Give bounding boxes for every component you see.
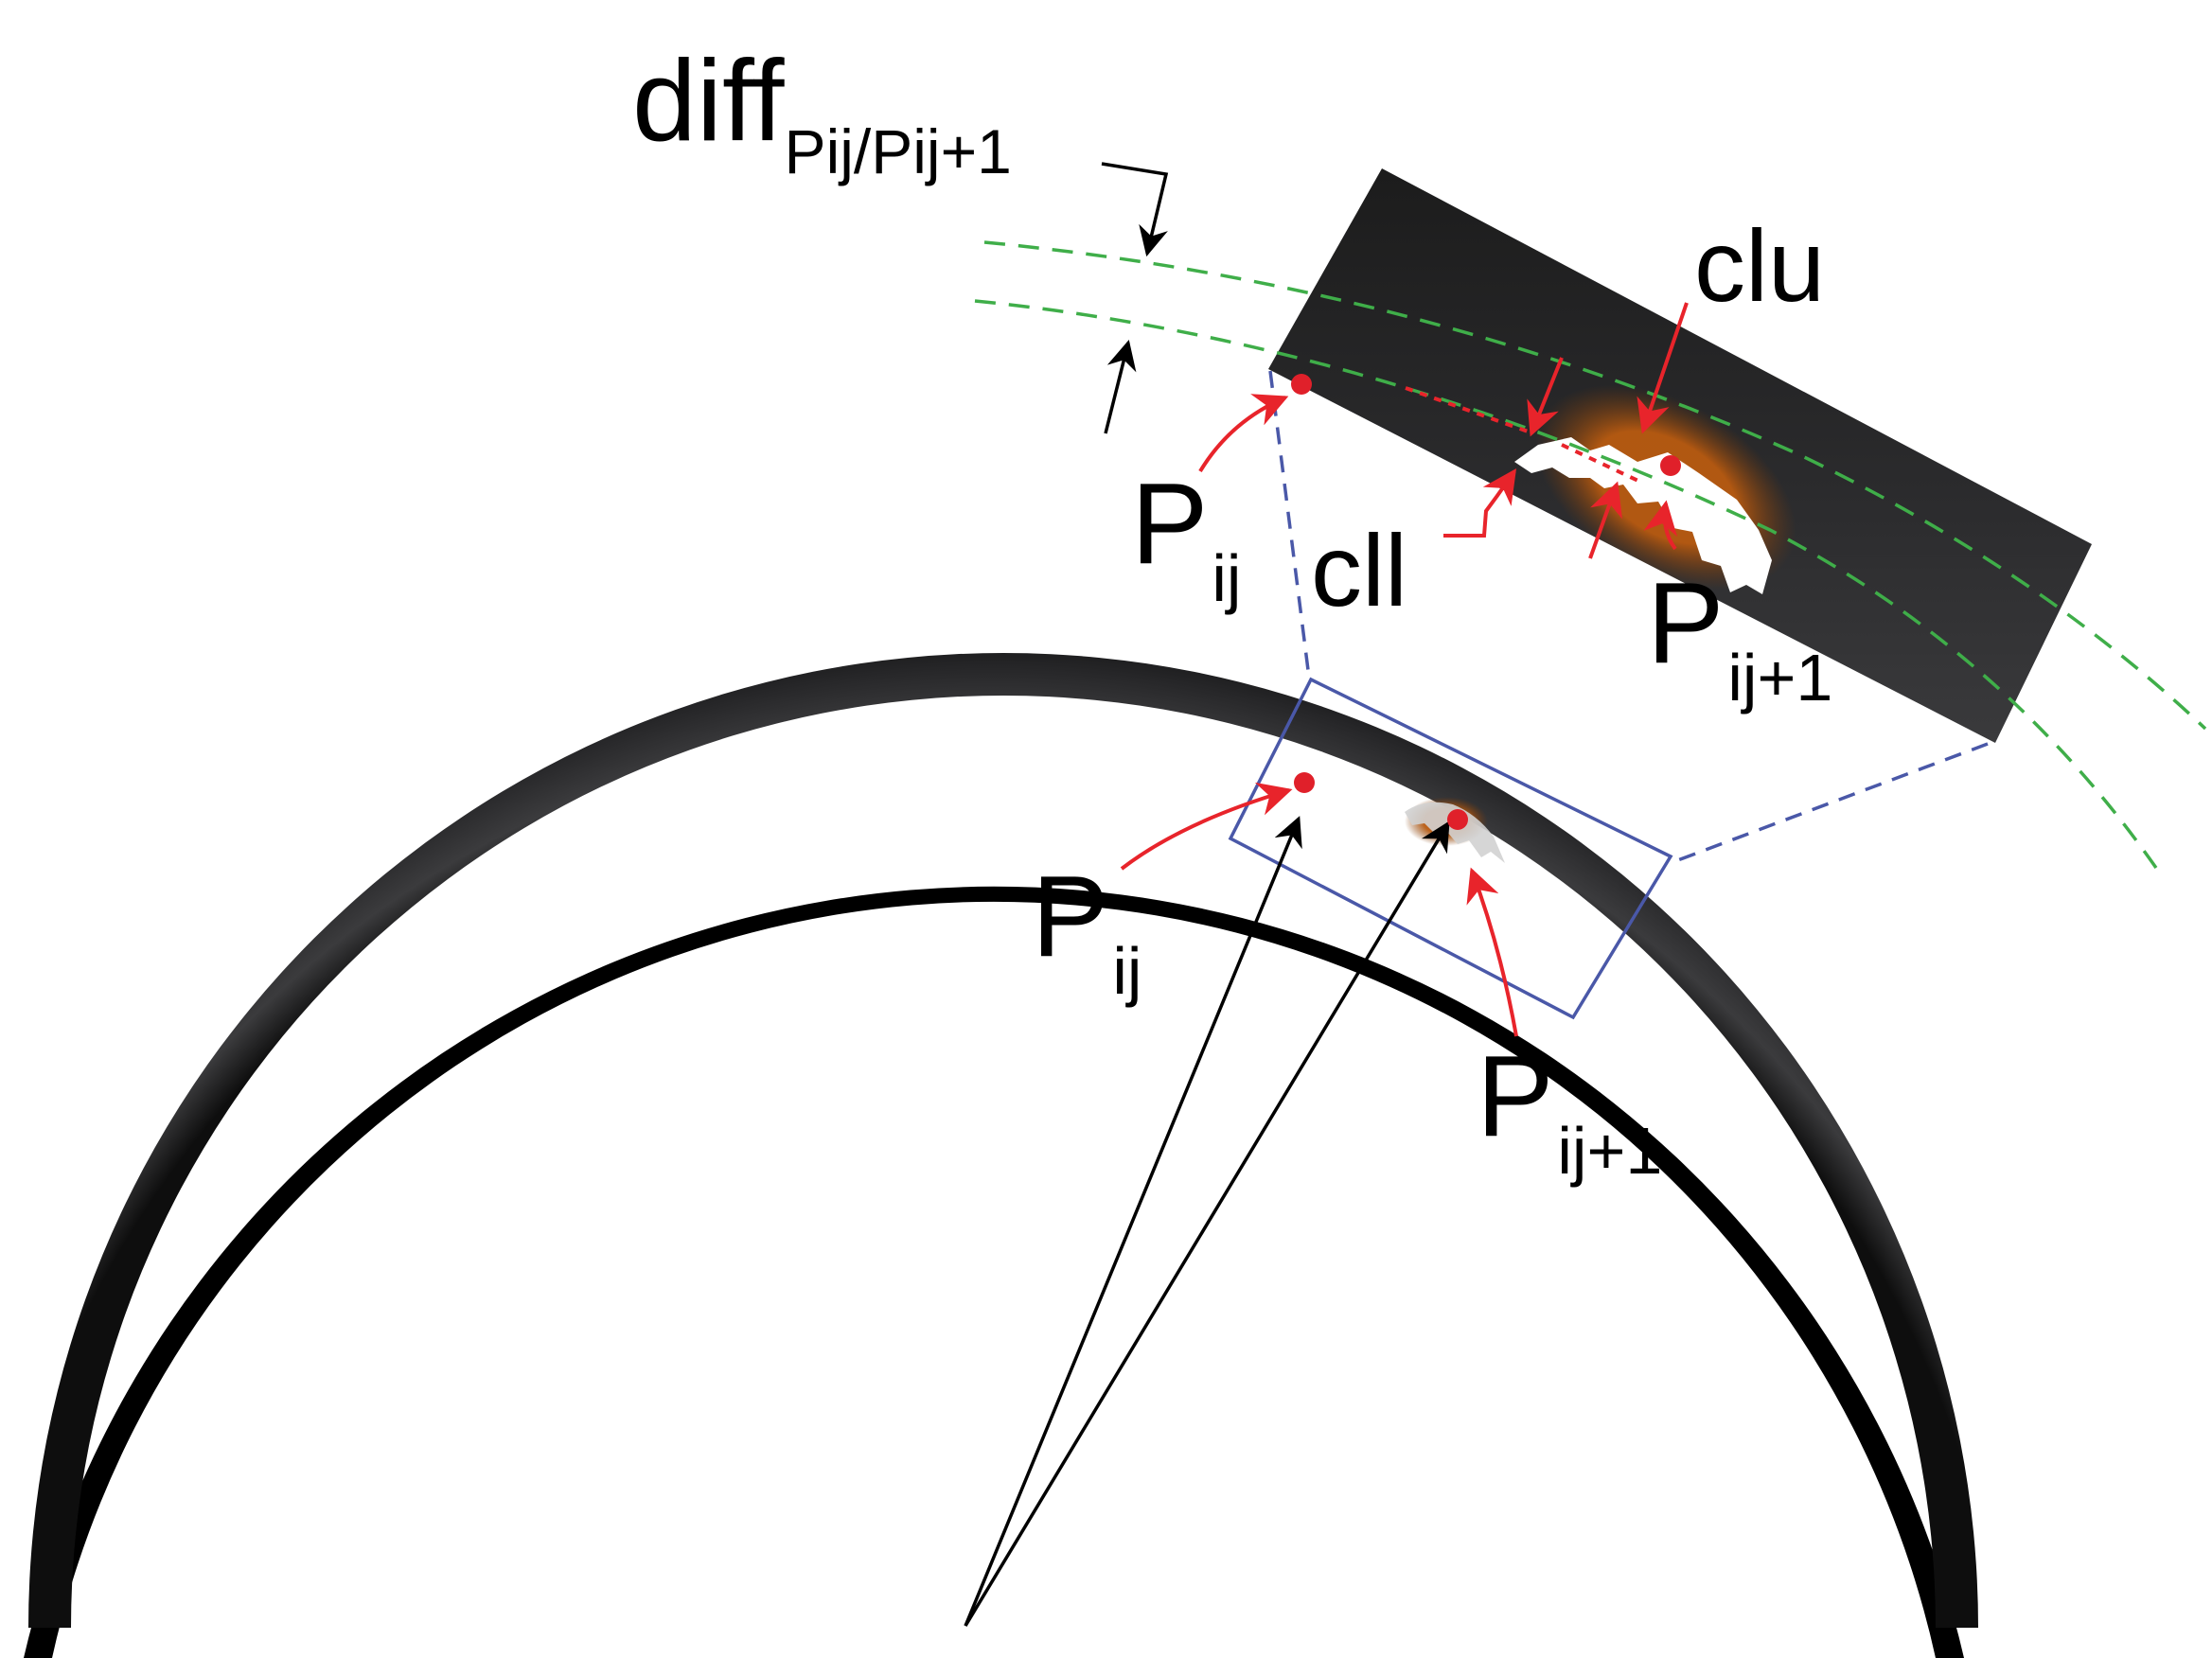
radius-line-pij1: [964, 820, 1450, 1627]
diff-arrow-top: [1101, 162, 1169, 257]
pij-label-ring: Pij: [1032, 852, 1141, 1008]
point-pij-ring: [1294, 772, 1315, 793]
pointer-cll-upper: [1527, 357, 1564, 437]
radius-line-pij: [964, 816, 1302, 1627]
point-pij-magnified: [1291, 374, 1312, 395]
pointer-pij1-top: [1643, 500, 1678, 551]
pipe-wall-ring-fill: [28, 653, 1978, 1628]
cll-label: cll: [1311, 513, 1407, 627]
guide-line-lower: [974, 299, 2160, 872]
pointer-pij1-ring: [1466, 867, 1518, 1037]
pij1-label-ring: Pij+1: [1477, 1032, 1662, 1188]
pointer-clu: [1637, 302, 1689, 434]
pointer-pij-top: [1198, 394, 1289, 473]
diff-arrow-bottom: [1104, 339, 1137, 434]
pointer-cll: [1443, 468, 1517, 538]
zoom-connector-left: [1268, 370, 1310, 671]
pij1-label-magnified: Pij+1: [1647, 558, 1832, 714]
corrosion-pit-cutout: [1514, 437, 1772, 594]
pointer-pij-ring: [1120, 782, 1293, 871]
diff-label: diffPij/Pij+1: [632, 36, 1012, 186]
pipe-wall-ring: [24, 886, 1964, 1658]
cll-reference-line: [1405, 386, 1534, 435]
point-pij1-ring: [1447, 809, 1468, 830]
pij-label-magnified: Pij: [1131, 459, 1241, 615]
pointer-cll-lower: [1588, 481, 1622, 559]
guide-line-upper: [983, 240, 2207, 731]
zoom-connector-right: [1674, 742, 1989, 863]
clu-label: clu: [1694, 208, 1825, 323]
point-pij1-magnified: [1660, 455, 1681, 476]
